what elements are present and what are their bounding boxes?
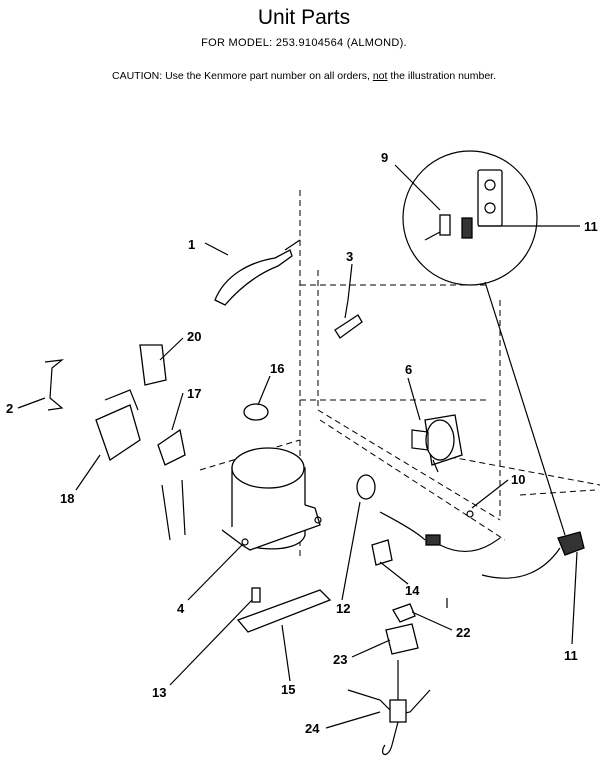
callout-1: 1 <box>188 237 195 252</box>
caution-prefix: CAUTION: Use the Kenmore part number on … <box>111 70 373 82</box>
callout-14: 14 <box>405 583 420 598</box>
callout-17: 17 <box>187 386 201 401</box>
part-20-relay-cover <box>139 344 167 386</box>
callout-18: 18 <box>60 491 74 506</box>
part-3-bracket <box>334 299 363 339</box>
part-24-drain-fitting <box>347 660 431 755</box>
caution-emphasis: not <box>372 70 388 82</box>
callout-4: 4 <box>177 601 185 616</box>
callout-3: 3 <box>346 249 353 264</box>
callout-15: 15 <box>281 682 295 697</box>
callout-20: 20 <box>187 329 201 344</box>
part-16-grommet <box>243 403 269 421</box>
part-17-overload <box>157 428 186 466</box>
leader-lines <box>17 164 580 729</box>
part-15-base-rail <box>236 589 332 633</box>
callout-2: 2 <box>6 401 13 416</box>
caution-note: CAUTION: Use the Kenmore part number on … <box>0 70 608 82</box>
page-title: Unit Parts <box>257 6 351 29</box>
part-13-grommet <box>251 587 261 603</box>
wire-lead-a <box>161 484 171 541</box>
callout-16: 16 <box>270 361 284 376</box>
model-line: FOR MODEL: 253.9104564 (ALMOND). <box>201 37 407 49</box>
part-14-clamp <box>371 539 393 566</box>
part-18-relay <box>95 389 141 462</box>
callout-12: 12 <box>336 601 350 616</box>
part-11-power-cord <box>481 531 585 579</box>
callout-10: 10 <box>511 472 525 487</box>
part-22-bracket <box>392 603 416 623</box>
callout-6: 6 <box>405 362 412 377</box>
callout-9: 9 <box>381 150 388 165</box>
caution-suffix: the illustration number. <box>387 70 497 82</box>
callout-11-upper: 11 <box>584 219 598 234</box>
callout-13: 13 <box>152 685 166 700</box>
part-6-motor <box>411 414 463 473</box>
outlet-detail-circle <box>402 150 566 536</box>
part-4-compressor <box>221 447 322 551</box>
part-12-washer <box>356 474 376 500</box>
part-10-condensate-tube <box>379 510 501 553</box>
part-1-drier <box>214 239 301 306</box>
callout-11-lower: 11 <box>564 648 578 663</box>
wire-lead-b <box>181 479 186 536</box>
callout-23: 23 <box>333 652 347 667</box>
part-2-clip <box>44 359 65 411</box>
part-23-block <box>385 623 419 655</box>
callout-24: 24 <box>305 721 320 736</box>
callout-22: 22 <box>456 625 470 640</box>
